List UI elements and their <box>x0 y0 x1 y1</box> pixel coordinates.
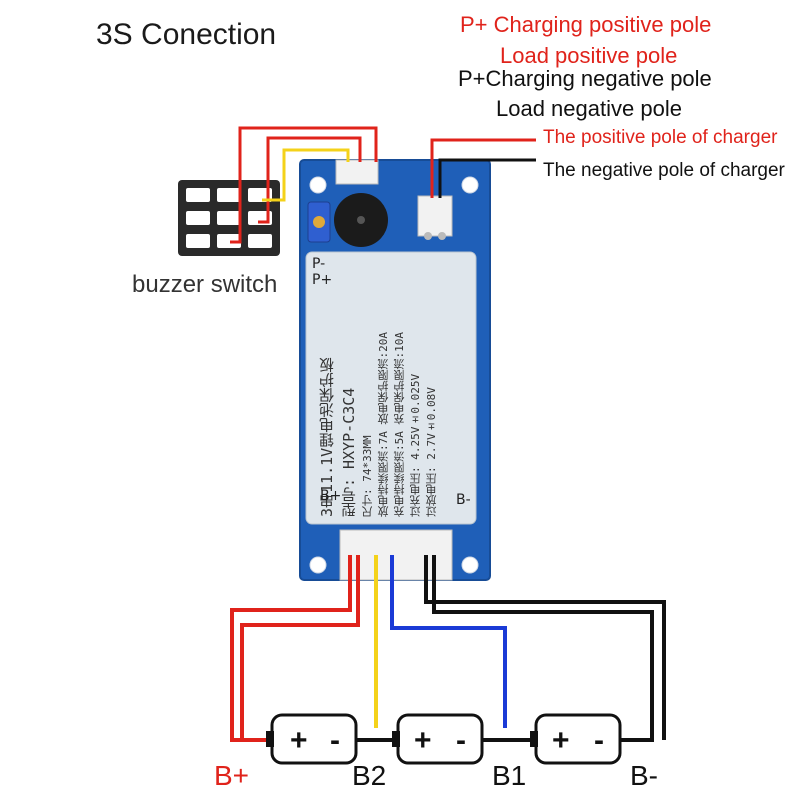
pin-label-p-minus: P- <box>312 256 326 272</box>
battery-cells <box>266 713 622 765</box>
mount-hole <box>309 176 327 194</box>
charger-wires <box>430 138 536 198</box>
board-size: 尺寸: 74*33MM <box>361 435 374 517</box>
cell-plus-symbol: + <box>552 724 570 757</box>
battery-cell <box>396 713 484 765</box>
keypad-keys <box>186 188 272 248</box>
mount-hole <box>461 176 479 194</box>
board-sticker <box>305 251 477 525</box>
board-spec-text: 3串11.1V锂电池保护板 型号: HXYP-C3C4 尺寸: 74*33MM … <box>316 262 464 517</box>
battery-cell <box>270 713 358 765</box>
board-model-no: 型号: HXYP-C3C4 <box>340 387 358 517</box>
battery-cell <box>534 713 622 765</box>
board-overcharge: 过充电压: 4.25V±0.025V <box>409 373 422 517</box>
mount-hole <box>461 556 479 574</box>
balance-wires <box>230 555 666 742</box>
pin-label-b-plus: B+ <box>320 488 342 504</box>
board-model-line: 3串11.1V锂电池保护板 <box>318 357 336 517</box>
label-charger-negative: The negative pole of charger <box>543 160 785 181</box>
cell-minus-symbol: - <box>594 724 604 757</box>
board-overdischarge: 过放电压: 2.7V±0.08V <box>425 387 438 517</box>
terminal-label-b-minus: B- <box>630 760 658 791</box>
cell-minus-symbol: - <box>456 724 466 757</box>
label-charger-positive: The positive pole of charger <box>543 127 778 148</box>
charger-connector <box>417 195 453 237</box>
cell-plus-symbol: + <box>414 724 432 757</box>
terminal-label-b1: B1 <box>492 760 527 791</box>
mount-hole <box>309 556 327 574</box>
label-p-plus-charging-negative: P+Charging negative pole <box>458 66 712 91</box>
pin-label-b-minus: B- <box>456 492 471 508</box>
buzzer-switch-label: buzzer switch <box>132 271 278 298</box>
cell-plus-symbol: + <box>290 724 308 757</box>
board-discharge: 放电持续限流:7A 放电保护限流:20A <box>377 332 390 517</box>
cell-minus-symbol: - <box>330 724 340 757</box>
buzzer-connector <box>335 159 379 185</box>
label-p-plus-charging: P+ Charging positive pole <box>460 12 712 37</box>
buzzer-hole <box>357 216 365 224</box>
buzzer-switch-wires <box>230 126 378 244</box>
label-load-negative: Load negative pole <box>496 96 682 121</box>
terminal-label-b-plus: B+ <box>214 760 250 791</box>
label-load-positive: Load positive pole <box>500 43 678 68</box>
board-charge: 充电持续限流:5A 充电保护限流:10A <box>393 332 406 517</box>
pin-label-p-plus: P+ <box>312 272 333 288</box>
diagram-title: 3S Conection <box>96 18 277 51</box>
terminal-label-b2: B2 <box>352 760 387 791</box>
